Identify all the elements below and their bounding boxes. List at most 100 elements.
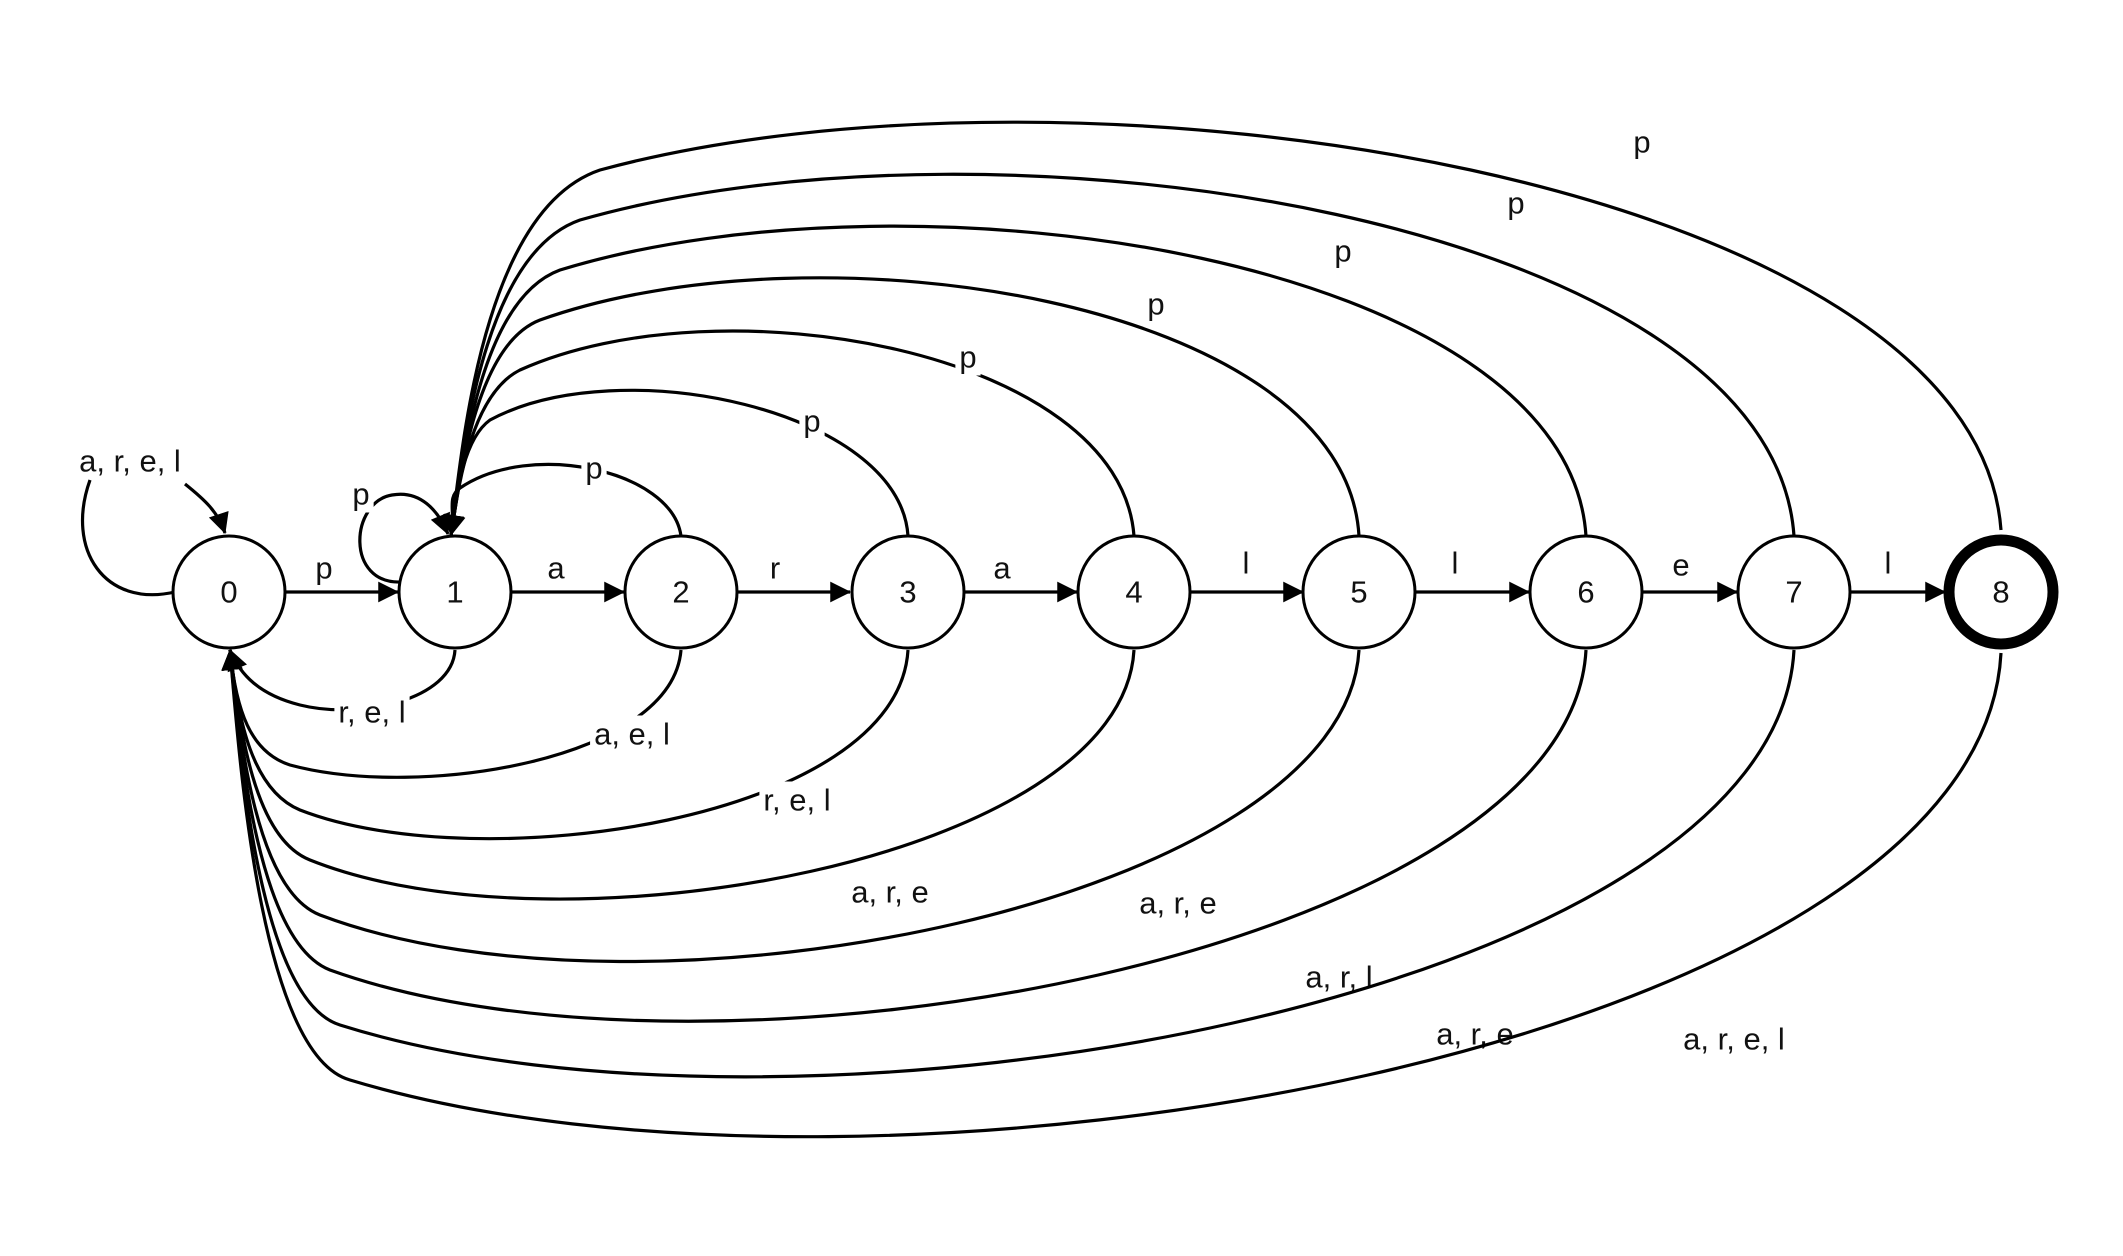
- transition-3-4-label: a: [993, 551, 1011, 586]
- state-2[interactable]: 2: [623, 534, 739, 650]
- transition-7-0: a, r, e: [221, 648, 1796, 1079]
- transition-0-1-label: p: [315, 551, 332, 586]
- transition-2-0: a, e, l: [221, 648, 683, 779]
- state-7-circle[interactable]: [1736, 534, 1852, 650]
- transition-7-8-label: l: [1885, 546, 1892, 581]
- transition-4-1-label: p: [959, 340, 976, 375]
- edge-label-background: [847, 873, 933, 911]
- state-6-circle[interactable]: [1528, 534, 1644, 650]
- edge-label-background: [75, 442, 185, 480]
- transition-6-0: a, r, l: [221, 648, 1588, 1023]
- state-0-circle[interactable]: [171, 534, 287, 650]
- state-2-circle[interactable]: [623, 534, 739, 650]
- transition-5-6-label: l: [1452, 546, 1459, 581]
- transition-0-0-label: a, r, e, l: [79, 444, 181, 479]
- transition-0-0-path: [80, 479, 225, 597]
- transition-2-3: r: [737, 549, 852, 603]
- state-7-label: 7: [1785, 575, 1802, 610]
- transition-4-0: a, r, e: [222, 648, 1136, 911]
- edge-label-background: [1880, 544, 1896, 582]
- edge-label-background: [1668, 546, 1694, 584]
- transition-2-1-path: [445, 462, 683, 537]
- edge-label-background: [311, 549, 337, 587]
- edge-label-background: [543, 549, 570, 587]
- edge-label-background: [759, 781, 835, 819]
- transition-8-1-label: p: [1633, 125, 1650, 160]
- transition-2-3-label: r: [770, 551, 780, 586]
- transition-6-1: p: [444, 224, 1588, 537]
- state-1[interactable]: 1: [397, 534, 513, 650]
- edge-label-background: [765, 549, 785, 587]
- edge-label-background: [348, 475, 374, 513]
- state-3[interactable]: 3: [850, 534, 966, 650]
- transition-5-1-label: p: [1147, 287, 1164, 322]
- transition-1-1-path: [358, 492, 450, 584]
- edge-label-background: [955, 338, 981, 376]
- transition-7-8: l: [1850, 544, 1947, 603]
- state-5-circle[interactable]: [1301, 534, 1417, 650]
- transitions-layer: a, r, e, l p p a r a l l: [75, 120, 2003, 1139]
- edge-label-background: [1432, 1015, 1518, 1053]
- transition-5-0-path: [221, 648, 1361, 964]
- states-layer: 0 1 2 3 4 5 6 7: [171, 534, 2059, 650]
- transition-3-1-label: p: [803, 404, 820, 439]
- transition-3-1: p: [443, 388, 910, 537]
- state-5-label: 5: [1350, 575, 1367, 610]
- state-3-circle[interactable]: [850, 534, 966, 650]
- transition-6-0-path: [221, 648, 1588, 1023]
- transition-3-0-path: [221, 648, 910, 841]
- transition-1-0-path: [227, 649, 457, 712]
- state-0[interactable]: 0: [171, 534, 287, 650]
- transition-1-1: p: [348, 475, 450, 584]
- transition-1-2-label: a: [547, 551, 565, 586]
- state-4[interactable]: 4: [1076, 534, 1192, 650]
- transition-6-1-label: p: [1334, 234, 1351, 269]
- transition-7-1: p: [443, 172, 1796, 537]
- edge-label-background: [590, 715, 674, 753]
- edge-label-background: [1135, 884, 1221, 922]
- transition-4-0-path: [222, 648, 1136, 901]
- transition-4-1-path: [443, 329, 1136, 537]
- edge-label-background: [1679, 1020, 1789, 1058]
- edge-label-background: [334, 693, 410, 731]
- transition-1-1-label: p: [352, 477, 369, 512]
- edge-label-background: [1330, 232, 1356, 270]
- transition-7-0-path: [221, 648, 1796, 1079]
- transition-8-1: p: [443, 120, 2003, 537]
- state-4-circle[interactable]: [1076, 534, 1192, 650]
- transition-8-0-path: [221, 648, 2003, 1139]
- transition-1-0: r, e, l: [227, 649, 457, 731]
- transition-8-0-label: a, r, e, l: [1683, 1022, 1785, 1057]
- state-1-circle[interactable]: [397, 534, 513, 650]
- transition-3-4: a: [964, 549, 1079, 603]
- transition-3-1-path: [443, 388, 910, 537]
- transition-6-1-path: [444, 224, 1588, 537]
- transition-6-7-label: e: [1672, 548, 1689, 583]
- state-5[interactable]: 5: [1301, 534, 1417, 650]
- transition-8-0: a, r, e, l: [221, 648, 2003, 1139]
- transition-2-1: p: [445, 449, 683, 537]
- state-1-label: 1: [446, 575, 463, 610]
- transition-6-7: e: [1643, 546, 1739, 603]
- edge-label-background: [989, 549, 1016, 587]
- transition-1-0-label: r, e, l: [338, 695, 405, 730]
- state-3-label: 3: [899, 575, 916, 610]
- state-6-label: 6: [1577, 575, 1594, 610]
- transition-2-0-label: a, e, l: [594, 717, 670, 752]
- state-7[interactable]: 7: [1736, 534, 1852, 650]
- transition-0-0: a, r, e, l: [75, 442, 225, 597]
- state-8-accepting-circle[interactable]: [1943, 534, 2059, 650]
- state-6[interactable]: 6: [1528, 534, 1644, 650]
- state-2-label: 2: [672, 575, 689, 610]
- edge-label-background: [1629, 123, 1655, 161]
- state-0-label: 0: [220, 575, 237, 610]
- edge-label-background: [799, 402, 825, 440]
- transition-3-0: r, e, l: [221, 648, 910, 841]
- state-8[interactable]: 8: [1943, 534, 2059, 650]
- transition-1-2: a: [511, 549, 626, 603]
- transition-4-1: p: [443, 329, 1136, 537]
- edge-label-background: [1238, 544, 1254, 582]
- transition-5-0: a, r, e: [221, 648, 1361, 964]
